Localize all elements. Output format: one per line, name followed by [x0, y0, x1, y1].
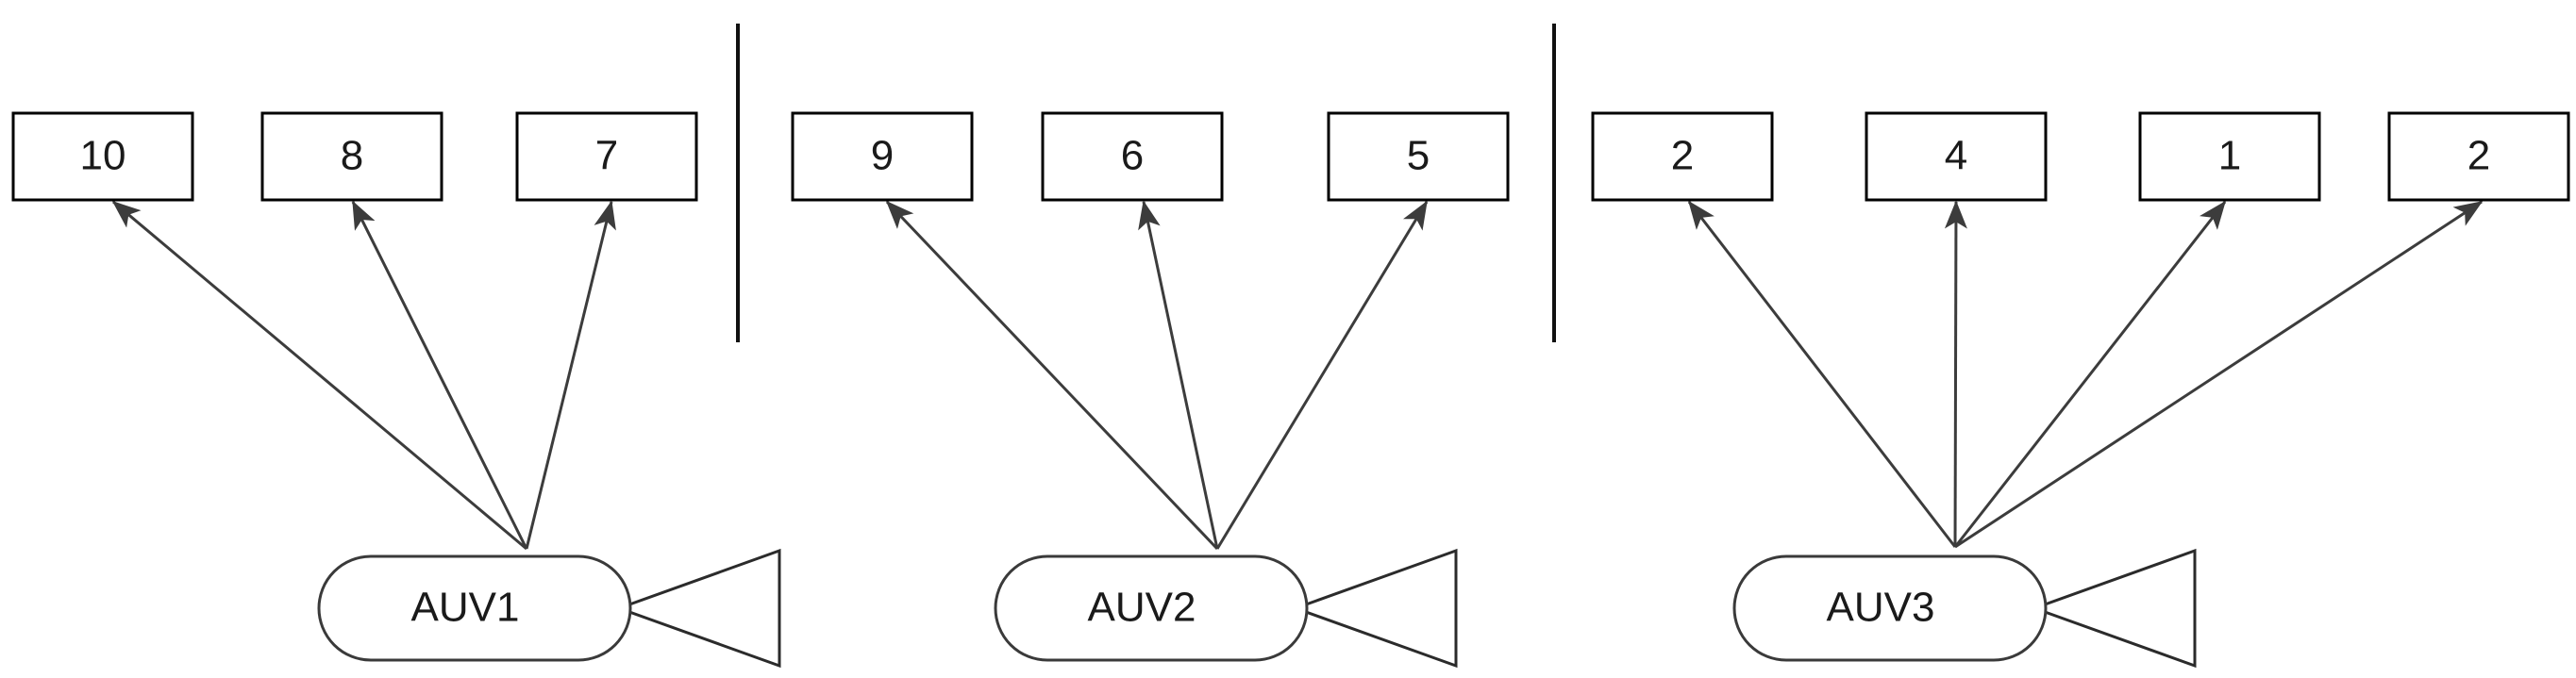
task-box[interactable]: 2 — [2387, 111, 2570, 202]
task-box-value: 8 — [341, 133, 363, 179]
task-box-value: 6 — [1121, 133, 1144, 179]
task-box-value: 2 — [1671, 133, 1694, 179]
task-box-value: 4 — [1945, 133, 1967, 179]
auv-body — [317, 554, 632, 662]
task-box-outline — [260, 111, 443, 202]
task-box-outline — [11, 111, 194, 202]
task-box[interactable]: 6 — [1041, 111, 1224, 202]
auv-agent-auv2[interactable]: AUV2 — [994, 548, 1458, 669]
assignment-arrow-auv3-1 — [1687, 200, 1957, 548]
task-box[interactable]: 4 — [1865, 111, 2048, 202]
assignment-arrow-auv2-3 — [1215, 200, 1429, 550]
task-box-outline — [1591, 111, 1774, 202]
task-box-value: 2 — [2467, 133, 2490, 179]
task-box[interactable]: 2 — [1591, 111, 1774, 202]
auv-agent-auv1[interactable]: AUV1 — [317, 548, 781, 669]
task-box-value: 9 — [871, 133, 894, 179]
assignment-arrow-auv3-2 — [1944, 200, 1967, 548]
auv-label: AUV1 — [411, 585, 520, 631]
auv-label: AUV2 — [1088, 585, 1196, 631]
task-box-outline — [1865, 111, 2048, 202]
task-box[interactable]: 8 — [260, 111, 443, 202]
assignment-arrow-auv3-4 — [1954, 200, 2484, 549]
task-box-outline — [2387, 111, 2570, 202]
task-box-value: 7 — [595, 133, 618, 179]
auv-fin-icon — [1291, 548, 1458, 669]
task-box[interactable]: 5 — [1327, 111, 1510, 202]
assignment-arrow-auv3-3 — [1953, 200, 2227, 548]
assignment-arrow-auv1-2 — [351, 200, 528, 550]
task-box[interactable]: 1 — [2138, 111, 2321, 202]
task-box-value: 1 — [2218, 133, 2241, 179]
task-box-outline — [1327, 111, 1510, 202]
auv-body — [994, 554, 1309, 662]
task-box[interactable]: 7 — [515, 111, 698, 202]
task-box-outline — [1041, 111, 1224, 202]
task-box-outline — [515, 111, 698, 202]
task-box-outline — [2138, 111, 2321, 202]
task-box[interactable]: 9 — [791, 111, 974, 202]
auv-fin-icon — [614, 548, 781, 669]
assignment-arrow-auv1-3 — [525, 200, 616, 550]
task-box[interactable]: 10 — [11, 111, 194, 202]
task-box-value: 5 — [1407, 133, 1430, 179]
auv-label: AUV3 — [1827, 585, 1935, 631]
assignment-arrow-auv2-1 — [885, 200, 1219, 551]
assignment-arrow-auv1-1 — [111, 200, 527, 551]
task-box-outline — [791, 111, 974, 202]
task-box-value: 10 — [80, 133, 126, 179]
assignment-arrow-auv2-2 — [1138, 200, 1219, 550]
auv-agent-auv3[interactable]: AUV3 — [1732, 548, 2197, 669]
auv-fin-icon — [2030, 548, 2197, 669]
auv-body — [1732, 554, 2048, 662]
